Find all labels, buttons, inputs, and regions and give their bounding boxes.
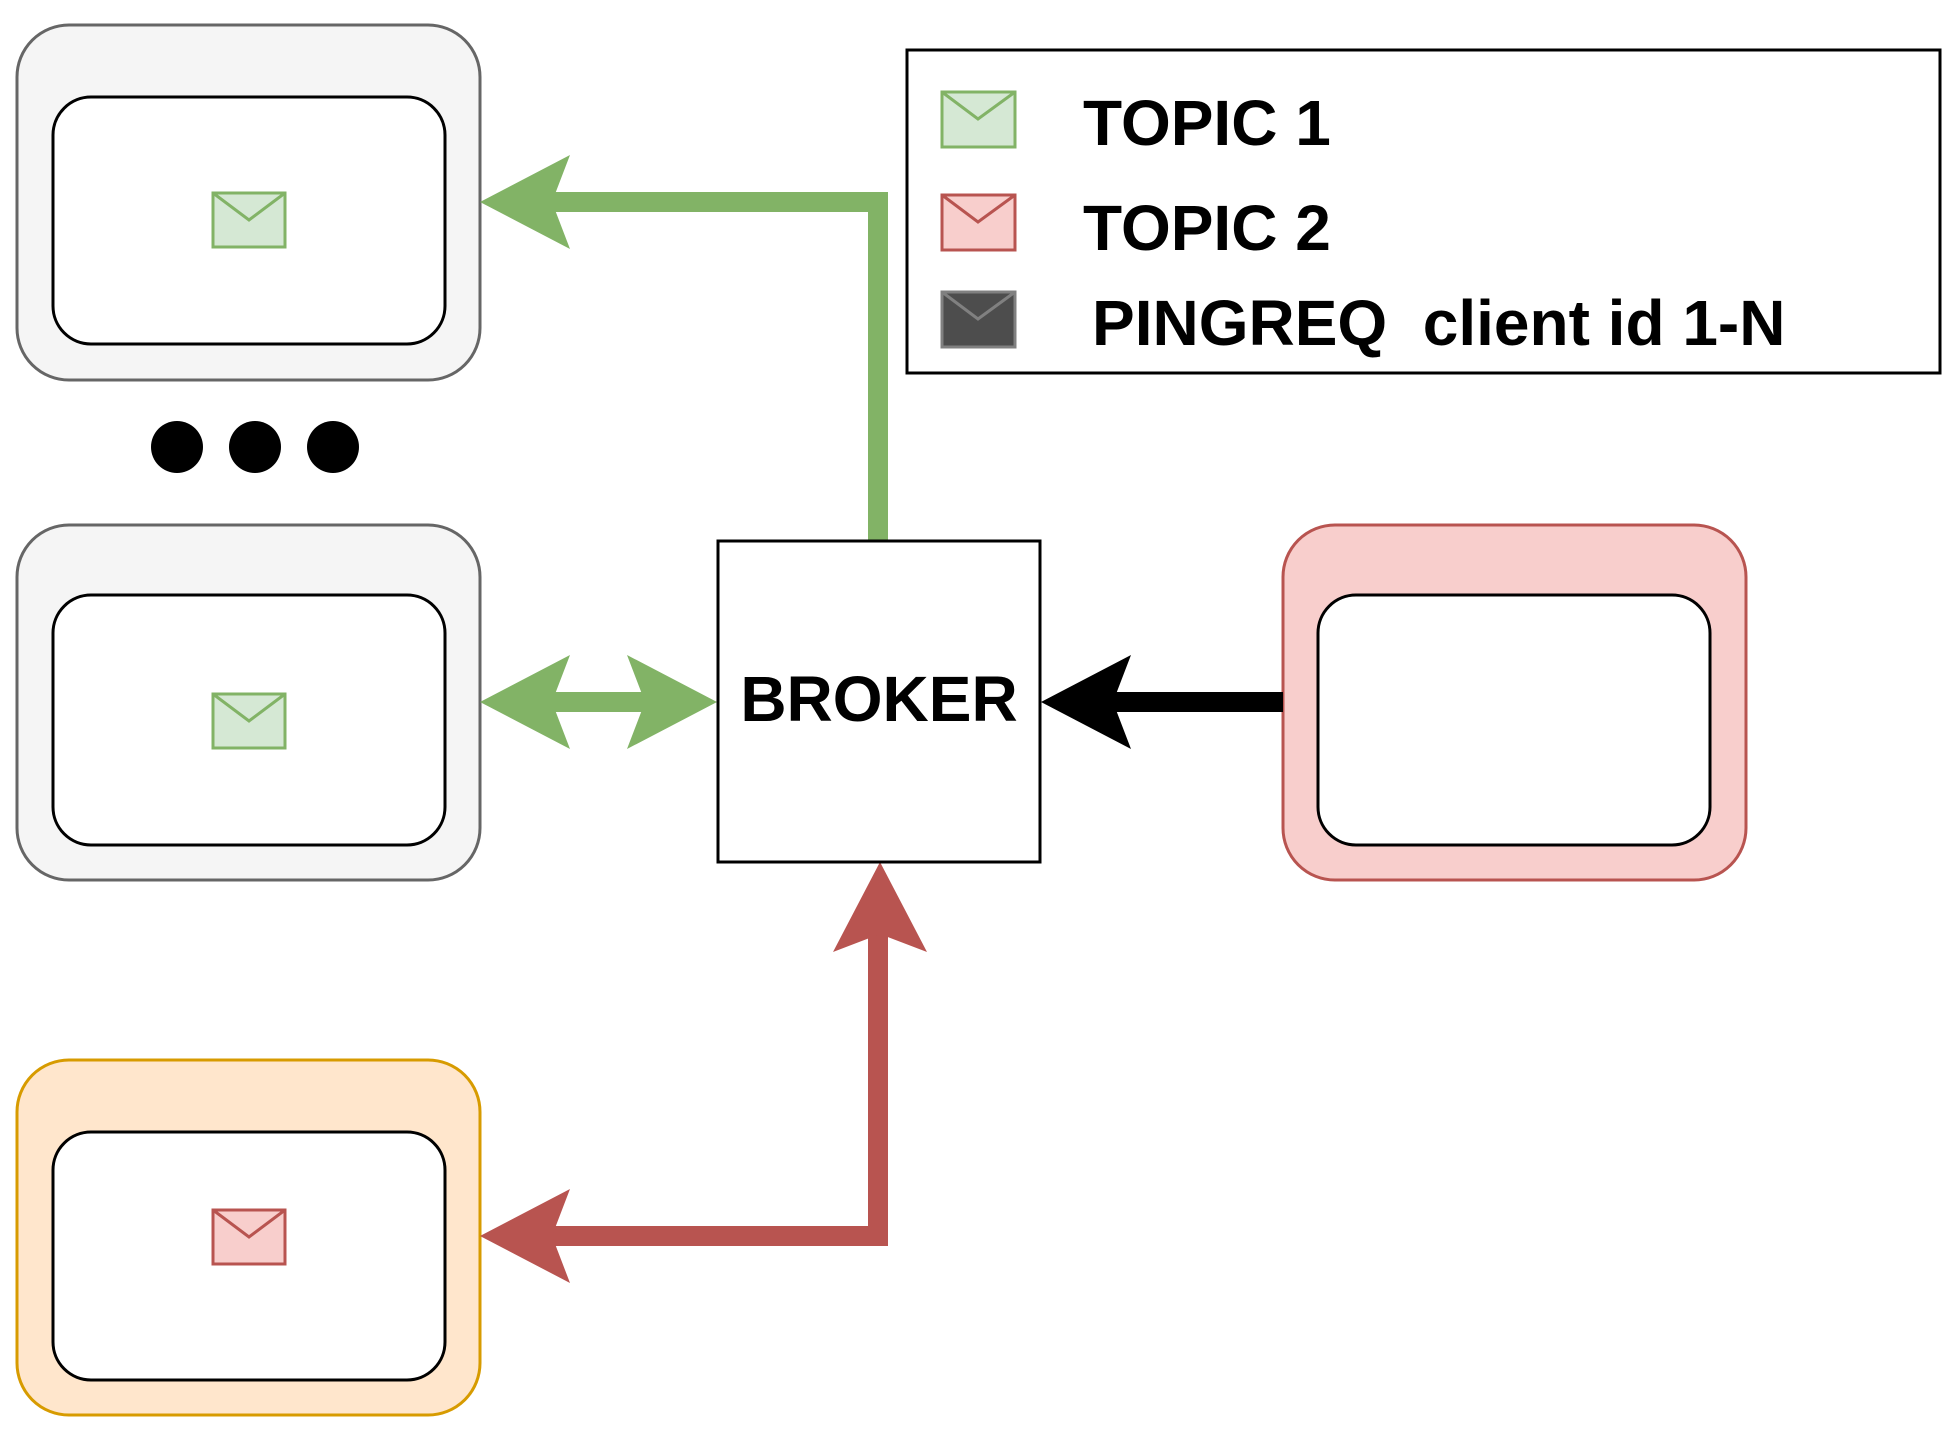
legend: TOPIC 1 TOPIC 2 PINGREQ client id 1-N bbox=[905, 48, 1942, 375]
legend-label-topic-1: TOPIC 1 bbox=[1083, 87, 1331, 159]
legend-envelope-icon-topic-2 bbox=[940, 193, 1017, 252]
legend-label-topic-2: TOPIC 2 bbox=[1083, 192, 1331, 264]
broker-box bbox=[716, 539, 1042, 864]
client-screen bbox=[1316, 593, 1712, 847]
client-red-right bbox=[1281, 523, 1748, 882]
topic1-arrow-to-top-client bbox=[480, 155, 888, 541]
legend-envelope-icon-topic-1 bbox=[940, 90, 1017, 149]
envelope-icon bbox=[211, 692, 287, 750]
ellipsis-dots bbox=[151, 421, 359, 473]
envelope-icon bbox=[211, 191, 287, 249]
topic2-arrow-to-bottom-client bbox=[480, 862, 927, 1283]
legend-label-pingreq: PINGREQ client id 1-N bbox=[1092, 287, 1785, 359]
broker: BROKER bbox=[716, 539, 1042, 864]
legend-frame bbox=[905, 48, 1942, 375]
envelope-icon bbox=[211, 1208, 287, 1266]
pingreq-arrow-to-broker bbox=[1041, 655, 1283, 749]
topic1-arrow-bidirectional bbox=[480, 655, 717, 749]
client-gray-top bbox=[15, 23, 482, 382]
client-orange-bottom bbox=[15, 1058, 482, 1417]
legend-envelope-icon-pingreq bbox=[940, 290, 1017, 349]
broker-label: BROKER bbox=[740, 663, 1017, 735]
client-gray-middle bbox=[15, 523, 482, 882]
